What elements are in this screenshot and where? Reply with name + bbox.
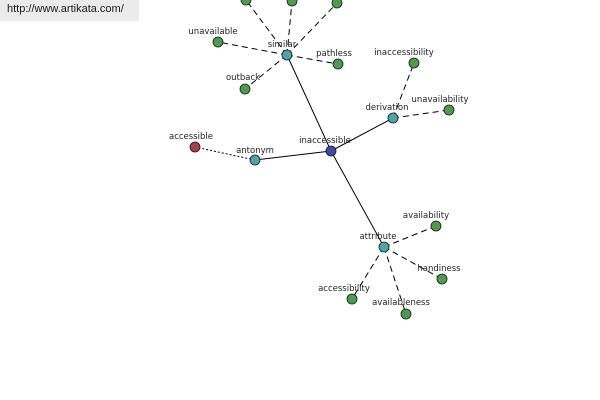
leaf-node[interactable]	[331, 0, 343, 9]
edge-center-derivation	[330, 117, 394, 152]
graph-edges	[194, 0, 450, 315]
edge-attribute-leaf	[351, 246, 385, 300]
leaf-label[interactable]: unavailable	[188, 27, 237, 37]
edge-attribute-leaf	[383, 246, 443, 280]
relation-node-similar[interactable]	[281, 49, 293, 61]
leaf-node[interactable]	[332, 58, 344, 70]
leaf-node[interactable]	[408, 57, 420, 69]
graph-nodes	[189, 0, 455, 320]
center-node[interactable]	[325, 145, 337, 157]
edge-similar-leaf	[286, 2, 338, 56]
leaf-node[interactable]	[430, 220, 442, 232]
leaf-node[interactable]	[239, 83, 251, 95]
leaf-label[interactable]: outback	[226, 73, 260, 83]
source-url[interactable]: http://www.artikata.com/	[0, 0, 139, 21]
relation-label-derivation[interactable]: derivation	[365, 103, 408, 113]
leaf-node[interactable]	[286, 0, 298, 7]
leaf-label[interactable]: unavailability	[412, 95, 469, 105]
edge-center-antonym	[254, 150, 332, 161]
leaf-node[interactable]	[212, 36, 224, 48]
leaf-label[interactable]: handiness	[417, 264, 461, 274]
relation-label-attribute[interactable]: attribute	[359, 232, 396, 242]
edge-similar-leaf	[286, 0, 293, 56]
edge-similar-leaf	[244, 54, 288, 90]
leaf-label[interactable]: availability	[403, 211, 449, 221]
leaf-label[interactable]: accessibility	[318, 284, 370, 294]
edge-similar-leaf	[286, 54, 339, 65]
leaf-label[interactable]: availableness	[372, 298, 430, 308]
center-label[interactable]: inaccessible	[299, 136, 351, 146]
leaf-label[interactable]: accessible	[169, 132, 213, 142]
relation-node-antonym[interactable]	[249, 154, 261, 166]
leaf-node[interactable]	[443, 104, 455, 116]
leaf-label[interactable]: inaccessibility	[374, 48, 434, 58]
relation-node-derivation[interactable]	[387, 112, 399, 124]
leaf-node[interactable]	[240, 0, 252, 6]
edge-center-attribute	[330, 150, 385, 248]
leaf-node[interactable]	[400, 308, 412, 320]
leaf-node[interactable]	[346, 293, 358, 305]
graph-labels: similar derivation antonym attribute unavail…	[169, 27, 469, 308]
edge-similar-leaf	[217, 41, 288, 56]
relation-label-similar[interactable]: similar	[268, 40, 297, 50]
relation-label-antonym[interactable]: antonym	[236, 146, 274, 156]
edge-center-similar	[286, 54, 332, 152]
leaf-label[interactable]: pathless	[316, 49, 352, 59]
relation-node-attribute[interactable]	[378, 241, 390, 253]
leaf-node[interactable]	[189, 141, 201, 153]
edge-similar-leaf	[245, 0, 288, 56]
edge-attribute-leaf	[383, 246, 407, 315]
leaf-node[interactable]	[436, 273, 448, 285]
